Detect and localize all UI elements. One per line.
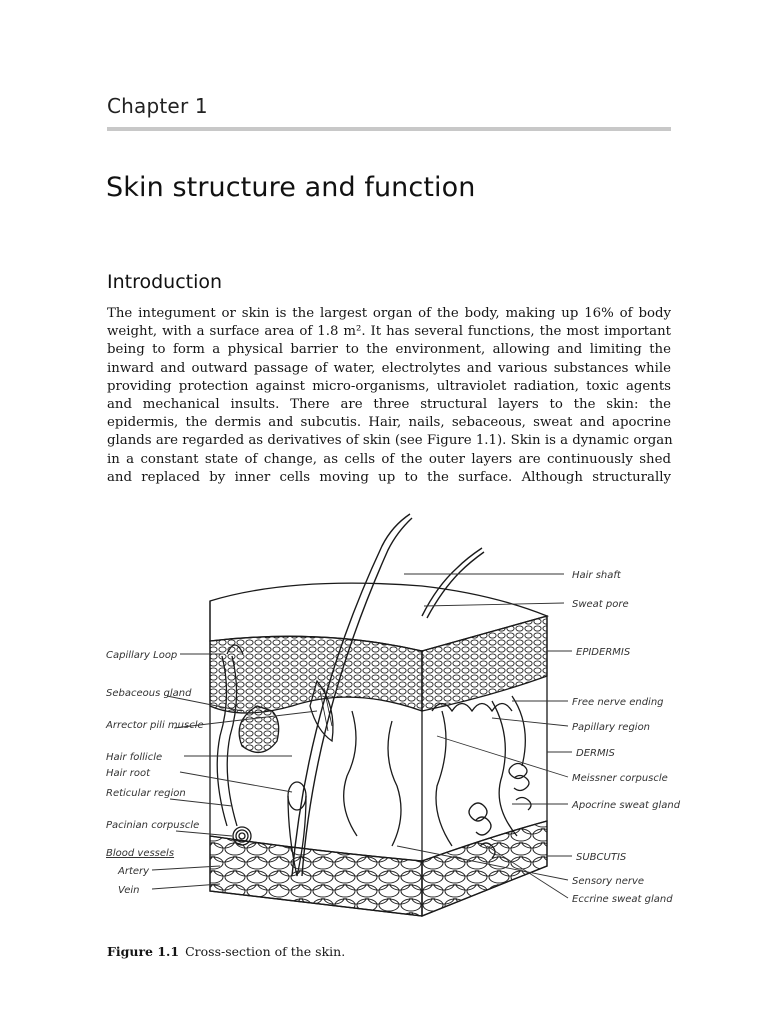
paragraph-line: epidermis, the dermis and subcutis. Hair… bbox=[107, 415, 671, 431]
figure-label: DERMIS bbox=[576, 748, 616, 759]
skin-block bbox=[209, 513, 550, 917]
figure-caption: Figure 1.1 Cross-section of the skin. bbox=[107, 944, 345, 959]
left-leader-lines bbox=[151, 653, 318, 890]
paragraph-line: and mechanical insults. There are three … bbox=[107, 397, 671, 413]
left-labels: Capillary Loop Sebaceous gland Arrector … bbox=[105, 650, 204, 896]
paragraph-line: in a constant state of change, as cells … bbox=[107, 451, 671, 467]
figure-label: Capillary Loop bbox=[106, 650, 177, 661]
figure-label: Sebaceous gland bbox=[106, 688, 192, 699]
paragraph-line: being to form a physical barrier to the … bbox=[107, 342, 671, 358]
figure-label: SUBCUTIS bbox=[576, 852, 627, 863]
chapter-label: Chapter 1 bbox=[107, 94, 208, 118]
paragraph-line: The integument or skin is the largest or… bbox=[107, 306, 671, 321]
right-leader-lines bbox=[396, 573, 572, 899]
paragraph-line: and replaced by inner cells moving up to… bbox=[107, 469, 671, 485]
figure-label: Sweat pore bbox=[572, 599, 629, 610]
figure-label: Pacinian corpuscle bbox=[106, 820, 199, 831]
figure-label: Papillary region bbox=[572, 722, 650, 733]
chapter-rule bbox=[107, 127, 671, 131]
figure-label: Vein bbox=[118, 885, 140, 896]
caption-text: Cross-section of the skin. bbox=[185, 944, 346, 959]
right-labels: Hair shaft Sweat pore EPIDERMIS Free ner… bbox=[571, 570, 681, 905]
paragraph-line: providing protection against micro-organ… bbox=[107, 378, 671, 394]
figure-label: Sensory nerve bbox=[572, 876, 644, 887]
figure-label: Hair follicle bbox=[106, 752, 162, 763]
figure-label: Reticular region bbox=[106, 788, 186, 799]
intro-paragraph: The integument or skin is the largest or… bbox=[107, 305, 673, 487]
skin-cross-section-figure: Capillary Loop Sebaceous gland Arrector … bbox=[105, 513, 681, 917]
paragraph-line: weight, with a surface area of 1.8 m². I… bbox=[107, 324, 671, 340]
caption-number: Figure 1.1 bbox=[107, 944, 180, 959]
figure-label: Eccrine sweat gland bbox=[572, 894, 673, 905]
figure-label: Apocrine sweat gland bbox=[571, 800, 681, 811]
chapter-title: Skin structure and function bbox=[106, 172, 476, 203]
figure-label: Arrector pili muscle bbox=[105, 720, 204, 731]
figure-label: Hair shaft bbox=[572, 570, 622, 581]
figure-label: EPIDERMIS bbox=[576, 647, 631, 658]
paragraph-line: inward and outward passage of water, ele… bbox=[107, 360, 671, 376]
figure-label: Blood vessels bbox=[106, 848, 174, 859]
figure-label: Artery bbox=[117, 866, 150, 877]
paragraph-line: glands are regarded as derivatives of sk… bbox=[107, 433, 673, 449]
figure-label: Free nerve ending bbox=[572, 697, 664, 708]
section-heading: Introduction bbox=[107, 271, 223, 293]
figure-label: Hair root bbox=[106, 768, 151, 779]
figure-label: Meissner corpuscle bbox=[572, 773, 668, 784]
